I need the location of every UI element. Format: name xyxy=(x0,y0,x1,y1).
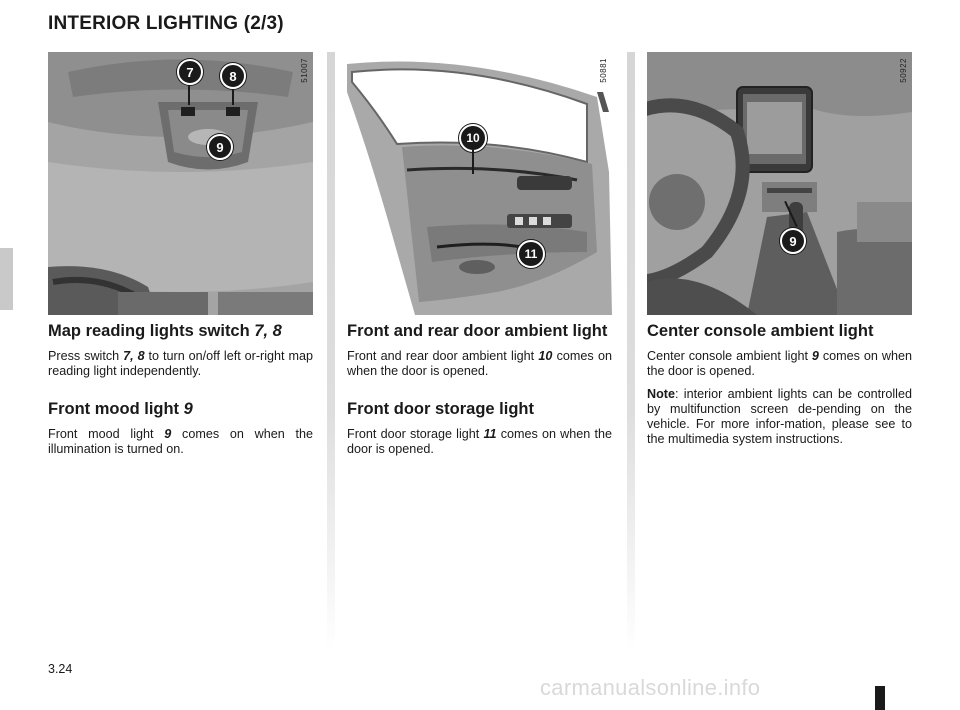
paragraph-center-console: Center console ambient light 9 comes on … xyxy=(647,349,912,378)
page-number: 3.24 xyxy=(48,662,73,676)
figure-code: 51007 xyxy=(300,58,309,83)
column-left: Map reading lights switch 7, 8 Press swi… xyxy=(48,321,313,465)
section-heading-front-mood: Front mood light 9 xyxy=(48,400,193,418)
watermark: carmanualsonline.info xyxy=(540,675,761,700)
callout-11: 11 xyxy=(517,240,545,268)
paragraph-note: Note: interior ambient lights can be con… xyxy=(647,387,912,446)
callout-line xyxy=(232,89,234,105)
figure-map-reading-lights: 51007 7 8 9 xyxy=(48,52,313,315)
callout-9: 9 xyxy=(780,228,806,254)
column-separator xyxy=(627,52,635,652)
callout-8: 8 xyxy=(220,63,246,89)
section-heading-map-reading: Map reading lights switch 7, 8 xyxy=(48,322,282,340)
column-middle: Front and rear door ambient light Front … xyxy=(347,321,612,465)
column-right: Center console ambient light Center cons… xyxy=(647,321,912,455)
callout-10: 10 xyxy=(459,124,487,152)
center-console-illustration xyxy=(647,52,912,315)
callout-7: 7 xyxy=(177,59,203,85)
paragraph-map-reading: Press switch 7, 8 to turn on/off left or… xyxy=(48,349,314,378)
overhead-console-illustration xyxy=(48,52,313,315)
callout-9: 9 xyxy=(207,134,233,160)
paragraph-front-mood: Front mood light 9 comes on when the ill… xyxy=(48,427,314,456)
paragraph-door-storage: Front door storage light 11 comes on whe… xyxy=(347,427,612,456)
column-separator xyxy=(327,52,335,652)
page-title: INTERIOR LIGHTING (2/3) xyxy=(48,13,284,34)
section-heading-door-ambient: Front and rear door ambient light xyxy=(347,322,608,340)
chapter-tab xyxy=(0,248,13,310)
figure-code: 50922 xyxy=(899,58,908,83)
figure-center-console-light: 50922 9 xyxy=(647,52,912,315)
callout-line xyxy=(188,85,190,105)
figure-door-ambient-light: 50881 10 11 xyxy=(347,52,612,315)
paragraph-door-ambient: Front and rear door ambient light 10 com… xyxy=(347,349,612,378)
corner-mark xyxy=(875,686,885,710)
door-panel-illustration xyxy=(347,52,612,315)
section-heading-door-storage: Front door storage light xyxy=(347,400,534,418)
callout-line xyxy=(472,150,474,174)
section-heading-center-console: Center console ambient light xyxy=(647,322,874,340)
figure-code: 50881 xyxy=(599,58,608,83)
